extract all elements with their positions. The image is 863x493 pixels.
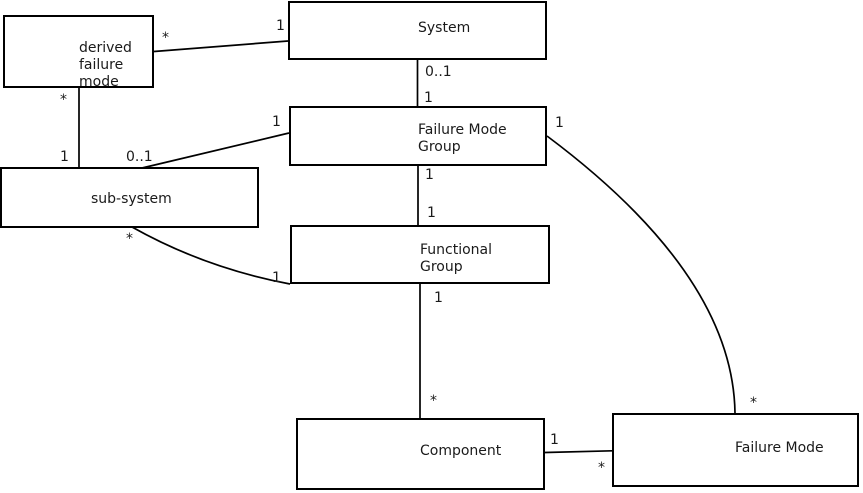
- multiplicity-subsystem-end-of-fg-edge: *: [126, 231, 133, 247]
- class-box-component: Component: [296, 418, 545, 490]
- multiplicity-subsystem-end-of-fmg-edge: 0..1: [126, 149, 153, 165]
- class-label-failure-mode-group: Failure Mode Group: [418, 122, 507, 155]
- multiplicity-derived-end-of-subsystem-edge: *: [60, 92, 67, 108]
- class-box-sub-system: sub-system: [0, 167, 259, 228]
- class-label-component: Component: [420, 443, 502, 459]
- class-label-system: System: [418, 20, 471, 36]
- multiplicity-derived-end-of-system-edge: *: [162, 30, 169, 46]
- edge-derived-failure-mode-system: [153, 40, 289, 53]
- edge-sub-system-functional-group: [131, 226, 291, 285]
- multiplicity-fmg-end-of-fm-edge: 1: [555, 115, 564, 131]
- edge-failure-mode-group-failure-mode: [546, 135, 736, 414]
- multiplicity-component-end-of-fm-edge: 1: [550, 432, 559, 448]
- multiplicity-fmg-end-of-fg-edge: 1: [425, 167, 434, 183]
- multiplicity-fmg-end-of-system-edge: 1: [424, 90, 433, 106]
- edge-component-failure-mode: [544, 449, 613, 454]
- class-box-failure-mode: Failure Mode: [612, 413, 859, 487]
- edge-failure-mode-group-sub-system: [141, 132, 290, 169]
- class-label-sub-system: sub-system: [91, 191, 172, 207]
- multiplicity-system-end-of-fmg-edge: 0..1: [425, 64, 452, 80]
- multiplicity-fm-end-of-component-edge: *: [598, 460, 605, 476]
- class-box-failure-mode-group: Failure Mode Group: [289, 106, 547, 166]
- multiplicity-fg-end-of-subsystem-edge: 1: [272, 270, 281, 286]
- class-label-failure-mode: Failure Mode: [735, 440, 824, 456]
- multiplicity-fg-end-of-component-edge: 1: [434, 290, 443, 306]
- multiplicity-fm-end-of-fmg-edge: *: [750, 395, 757, 411]
- multiplicity-subsystem-end-of-derived-edge: 1: [60, 149, 69, 165]
- class-label-derived-failure-mode: derived failure mode: [79, 40, 132, 90]
- class-label-functional-group: Functional Group: [420, 242, 493, 275]
- multiplicity-component-end-of-fg-edge: *: [430, 393, 437, 409]
- class-box-functional-group: Functional Group: [290, 225, 550, 284]
- class-box-system: System: [288, 1, 547, 60]
- multiplicity-system-end-of-derived-edge: 1: [276, 18, 285, 34]
- multiplicity-fg-end-of-fmg-edge: 1: [427, 205, 436, 221]
- class-box-derived-failure-mode: derived failure mode: [3, 15, 154, 90]
- multiplicity-fmg-end-of-subsystem-edge: 1: [272, 114, 281, 130]
